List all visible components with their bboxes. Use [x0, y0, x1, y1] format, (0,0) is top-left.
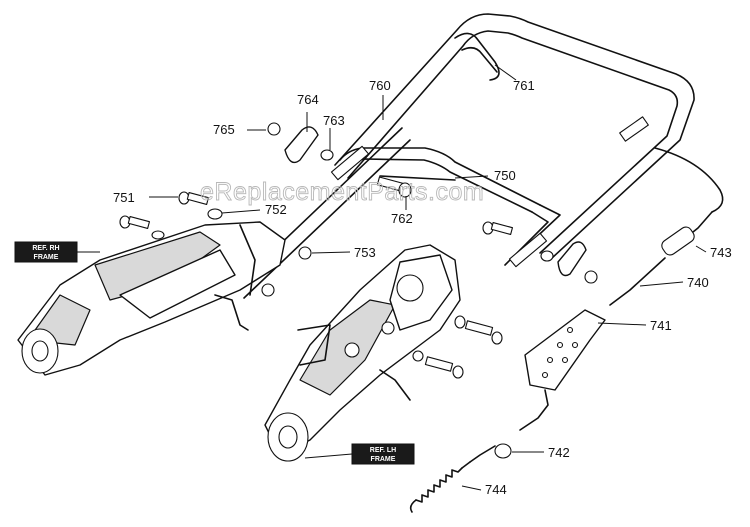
- tag-lh-frame: REF. LH FRAME: [304, 443, 415, 465]
- part-labels: 761 760 764 763 765 750 751 752 762 753 …: [113, 78, 732, 497]
- tag-lh-line2: FRAME: [371, 456, 396, 463]
- control-cable: [609, 147, 724, 306]
- tag-rh-frame: REF. RH FRAME: [14, 241, 100, 263]
- clip-742: [494, 443, 512, 459]
- label-765: 765: [213, 122, 235, 137]
- upper-handle: [334, 13, 695, 259]
- label-740: 740: [687, 275, 709, 290]
- knob-764: [284, 126, 319, 164]
- spring-743: [661, 226, 695, 256]
- bolt-right-2: [454, 315, 503, 345]
- tag-rh-line2: FRAME: [34, 254, 59, 261]
- leader-lines: [149, 64, 707, 491]
- bolt-751: [178, 191, 209, 206]
- label-760: 760: [369, 78, 391, 93]
- label-762: 762: [391, 211, 413, 226]
- washer-763: [320, 149, 334, 161]
- label-744: 744: [485, 482, 507, 497]
- label-750: 750: [494, 168, 516, 183]
- tag-lh-line1: REF. LH: [370, 447, 396, 454]
- label-741: 741: [650, 318, 672, 333]
- label-752: 752: [265, 202, 287, 217]
- label-753: 753: [354, 245, 376, 260]
- label-743: 743: [710, 245, 732, 260]
- label-761: 761: [513, 78, 535, 93]
- watermark: eReplacementParts.com: [200, 178, 484, 206]
- rh-frame: [17, 221, 286, 376]
- bracket-741: [524, 309, 606, 391]
- bolt-left: [119, 215, 165, 240]
- lh-frame: [264, 244, 461, 462]
- label-763: 763: [323, 113, 345, 128]
- label-751: 751: [113, 190, 135, 205]
- nut-753: [298, 246, 312, 260]
- label-742: 742: [548, 445, 570, 460]
- bolt-right-3: [412, 350, 464, 379]
- tag-rh-line1: REF. RH: [32, 245, 59, 252]
- bolt-762: [376, 176, 412, 198]
- nut-765: [267, 122, 281, 136]
- label-764: 764: [297, 92, 319, 107]
- knob-right: [557, 241, 587, 277]
- bolt-right-1: [482, 221, 513, 236]
- spring-744: [409, 461, 471, 513]
- washer-752: [207, 208, 223, 220]
